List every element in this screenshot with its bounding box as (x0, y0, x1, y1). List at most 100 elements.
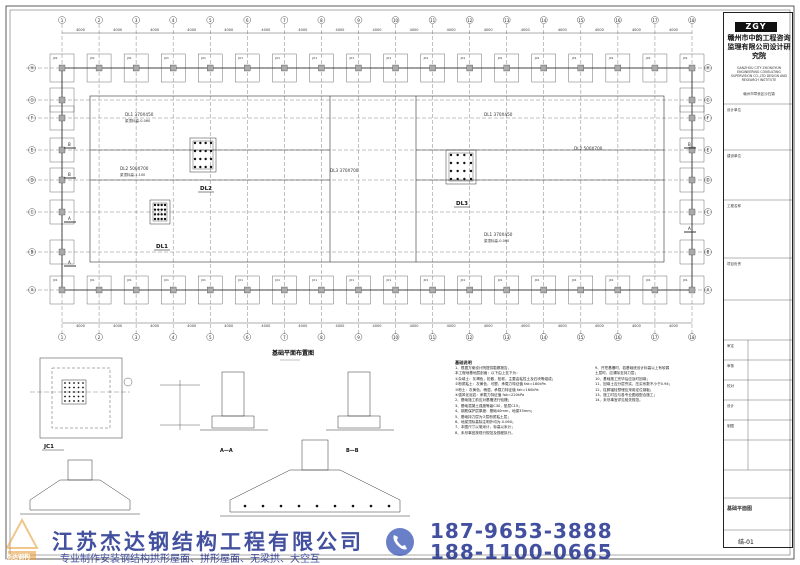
grid-number-top: 5 (209, 18, 212, 23)
beam-section-dl1: DL1 (149, 199, 171, 251)
firm-name: 赣州市中韵工程咨询监理有限公司设计研究院 (727, 34, 791, 60)
section-cut-marker: B (68, 172, 71, 177)
watermark-logo-text: 杰达钢构 (6, 554, 31, 561)
grid-number-bottom: 12 (467, 335, 473, 340)
pier-label: J01 (52, 278, 58, 282)
grid-number-top: 10 (393, 18, 399, 23)
grid-number-bottom: 6 (246, 335, 249, 340)
dimension-label: 4000 (76, 28, 85, 32)
title-block-row-label: 制图 (727, 424, 734, 428)
watermark-phone-1: 187-9653-3888 (430, 519, 613, 543)
grid-number-top: 14 (541, 18, 547, 23)
drawing-number: 结-01 (738, 539, 754, 546)
grid-number-top: 12 (467, 18, 473, 23)
firm-english-name: GANZHOU CITY ZHONGYUN ENGINEERING CONSUL… (730, 66, 788, 82)
pier-label: J01 (497, 278, 503, 282)
dimension-label: 4000 (298, 28, 307, 32)
grid-number-top: 11 (430, 18, 436, 23)
pier-label: J01 (682, 278, 688, 282)
pier-label: J01 (163, 278, 169, 282)
pier-label: J01 (89, 278, 95, 282)
title-block (723, 12, 793, 548)
section-label: B—B (346, 448, 359, 454)
grid-number-bottom: 3 (135, 335, 138, 340)
pier-label: J01 (52, 56, 58, 60)
pier-label: J01 (460, 278, 466, 282)
note-line: 12、柱脚锚栓预埋应采用定位钢板； (595, 387, 654, 392)
pier-label: J01 (126, 56, 132, 60)
dimension-label: 4000 (187, 324, 196, 328)
pier-label: J01 (682, 56, 688, 60)
pier-label: J01 (645, 56, 651, 60)
pier-label: J01 (534, 56, 540, 60)
note-line: 6、地梁顶标高除注明外均为-0.060； (455, 420, 516, 425)
grid-number-bottom: 2 (98, 335, 101, 340)
watermark-tagline: 专业制作安装钢结构拱形屋面、拼形屋面、无梁拱、大空互 (60, 554, 320, 565)
note-line: 5、基础持力层为②层粉质粘土层； (455, 414, 511, 419)
dimension-label: 4000 (113, 324, 122, 328)
drawing-name: 基础平面图 (727, 506, 753, 512)
note-line: 7、本图尺寸以毫米计，标高以米计； (455, 425, 515, 430)
section-label: JC1 (43, 444, 54, 450)
grid-number-bottom: 16 (615, 335, 621, 340)
beam-section-dl2: DL2 (189, 137, 217, 193)
grid-number-top: 7 (283, 18, 286, 23)
beam-label: DL2 500X700 (574, 146, 603, 151)
dimension-label: 4000 (187, 28, 196, 32)
pier-label: J01 (571, 278, 577, 282)
grid-number-top: 16 (615, 18, 621, 23)
title-block-grid (723, 103, 793, 531)
grid-number-top: 15 (578, 18, 584, 23)
note-line: ④强风化泥岩：承载力特征值 fak=220kPa (455, 393, 525, 398)
firm-address: 赣州市章贡区沙石镇 (743, 92, 775, 96)
grid-number-top: 9 (357, 18, 360, 23)
grid-letter-right: B (707, 250, 710, 255)
title-block-row-label: 审核 (727, 364, 734, 368)
grid-number-top: 1 (61, 18, 64, 23)
note-line: ①杂填土：灰褐色，松散，松软，主要由粘性土及石块等组成； (455, 376, 556, 381)
dimension-label: 4000 (484, 28, 493, 32)
grid-letter-right: D (706, 178, 709, 183)
beam-section-dl3: DL3 (445, 149, 477, 208)
pier-label: J01 (645, 278, 651, 282)
grid-number-top: 13 (504, 18, 510, 23)
section-label: DL1 (156, 244, 168, 250)
beam-label: DL2 500X700 (120, 166, 149, 171)
grid-number-bottom: 4 (172, 335, 175, 340)
grid-number-top: 2 (98, 18, 101, 23)
note-line: 本工程地基地层剖面：以下由上至下为： (455, 371, 520, 376)
grid-number-bottom: 11 (430, 335, 436, 340)
dimension-label: 4000 (595, 28, 604, 32)
grid-letter-right: G (706, 98, 709, 103)
pier-label: J01 (386, 56, 392, 60)
pier-label: J01 (237, 56, 243, 60)
title-block-row-label: 项目负责 (727, 262, 741, 266)
note-line: 9、开挖基槽时，若基础底设计标高以上有软弱 (595, 366, 670, 370)
dimension-label: 4000 (150, 324, 159, 328)
dimension-label: 4000 (224, 28, 233, 32)
dimension-label: 4000 (669, 28, 678, 32)
grid-letter-left: B (31, 250, 34, 255)
grid-letter-left: H (30, 66, 33, 71)
pier-label: J01 (460, 56, 466, 60)
note-line: 土层时，应清除至持力层； (595, 371, 639, 376)
firm-logo: ZGY (735, 22, 777, 32)
dimension-label: 4000 (335, 28, 344, 32)
section-label: DL3 (456, 201, 468, 207)
dimension-label: 4000 (335, 324, 344, 328)
watermark-company: 江苏杰达钢结构工程有限公司 (52, 530, 364, 554)
dimension-label: 4000 (484, 324, 493, 328)
beam-label: DL1 370X450 (484, 112, 513, 117)
grid-number-bottom: 8 (320, 335, 323, 340)
pier-label: J01 (163, 56, 169, 60)
grid-letter-left: A (31, 288, 34, 293)
pier-label: J01 (311, 278, 317, 282)
elevation-label: 梁顶标高-0.060 (125, 118, 150, 123)
dimension-label: 4000 (113, 28, 122, 32)
pier-label: J01 (423, 278, 429, 282)
pier-label: J01 (497, 56, 503, 60)
grid-number-bottom: 13 (504, 335, 510, 340)
grid-number-bottom: 14 (541, 335, 547, 340)
